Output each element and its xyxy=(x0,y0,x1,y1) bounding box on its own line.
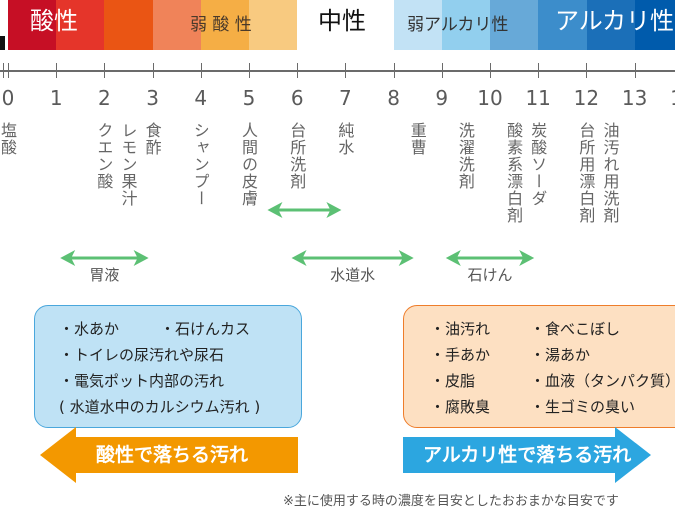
right-arrow-icon xyxy=(403,427,651,483)
axis-tick xyxy=(586,63,588,78)
alkali-cleaning-banner: アルカリ性で落ちる汚れ xyxy=(403,427,653,483)
alkali-stain-item: ・食べこぼし xyxy=(530,320,621,338)
axis-start-tick xyxy=(3,63,4,78)
range-arrow xyxy=(445,250,535,266)
ph-color-segment xyxy=(442,0,490,50)
substance-label: 人間の皮膚 xyxy=(239,122,258,207)
substance-label: 食酢 xyxy=(142,122,162,156)
substance-label: レモン果汁 xyxy=(118,122,138,207)
alkali-stain-item: ・腐敗臭 xyxy=(430,398,491,416)
ph-color-segment xyxy=(635,0,675,50)
substance-label: 塩酸 xyxy=(0,122,17,156)
substance-label: 炭酸ソーダ xyxy=(528,122,548,207)
ph-color-segment xyxy=(490,0,538,50)
axis-tick xyxy=(8,63,9,78)
axis-tick-label: 14 xyxy=(670,86,675,110)
alkali-stains-box: ・油汚れ ・食べこぼし ・手あか ・湯あか ・皮脂 ・血液（タンパク質） ・腐敗… xyxy=(403,305,675,428)
acid-stain-item: ・トイレの尿汚れや尿石 xyxy=(59,346,225,364)
range-label: 胃液 xyxy=(89,266,120,284)
ph-color-segment xyxy=(249,0,297,50)
neutral-label: 中性 xyxy=(318,7,366,35)
range-arrow xyxy=(267,202,342,218)
ph-color-segment xyxy=(104,0,153,50)
substance-label: 純水 xyxy=(335,122,355,156)
range-arrow xyxy=(60,250,149,266)
substance-label: 油汚れ用洗剤 xyxy=(600,122,620,224)
axis-tick-label: 9 xyxy=(435,86,449,110)
left-arrow-icon xyxy=(40,427,298,483)
axis-tick xyxy=(104,63,106,78)
ph-color-segment xyxy=(538,0,587,50)
substance-label: 重曹 xyxy=(407,122,427,156)
axis-tick xyxy=(634,63,636,78)
axis-tick xyxy=(441,63,443,78)
axis-tick-label: 0 xyxy=(1,86,15,110)
axis-tick-label: 2 xyxy=(98,86,111,110)
alkali-stain-item: ・湯あか xyxy=(530,346,591,364)
acid-stain-note: ( 水道水中のカルシウム汚れ ) xyxy=(59,398,261,416)
ph-color-segment xyxy=(56,0,104,50)
axis-tick-label: 12 xyxy=(573,86,600,110)
range-arrow xyxy=(291,250,414,266)
axis-tick xyxy=(297,63,299,78)
range-label: 石けん xyxy=(467,266,513,284)
alkali-stain-item: ・手あか xyxy=(430,346,491,364)
weak-alkali-label: 弱アルカリ性 xyxy=(407,15,509,35)
substance-label: クエン酸 xyxy=(94,122,114,190)
axis-tick xyxy=(393,63,395,78)
ph-color-segment xyxy=(8,0,56,50)
substance-label: 台所用漂白剤 xyxy=(576,122,596,224)
axis-tick-label: 11 xyxy=(525,86,551,110)
axis-tick-label: 5 xyxy=(242,86,256,110)
substance-label: 酸素系漂白剤 xyxy=(504,122,524,224)
axis-tick-label: 8 xyxy=(387,86,400,110)
axis-tick-label: 4 xyxy=(194,86,208,110)
ph-color-segment xyxy=(201,0,249,50)
axis-tick xyxy=(345,63,347,78)
alkali-banner-label: アルカリ性で落ちる汚れ xyxy=(423,444,632,466)
alkali-label: アルカリ性 xyxy=(555,7,675,35)
axis-tick xyxy=(249,63,250,78)
ph-color-segment xyxy=(153,0,201,50)
axis-tick xyxy=(152,63,154,78)
ph-color-segment xyxy=(587,0,635,50)
acid-stain-item: ・水あか xyxy=(59,320,120,338)
axis-line xyxy=(0,70,675,72)
axis-tick-label: 10 xyxy=(477,86,503,110)
alkali-stain-item: ・皮脂 xyxy=(430,372,476,390)
range-arrows xyxy=(60,202,535,266)
alkali-stain-item: ・生ゴミの臭い xyxy=(530,398,636,416)
alkali-stain-item: ・油汚れ xyxy=(430,320,491,338)
acid-banner-label: 酸性で落ちる汚れ xyxy=(96,444,249,466)
weak-acid-label: 弱 酸 性 xyxy=(190,15,252,35)
acid-label: 酸性 xyxy=(30,7,78,35)
acid-cleaning-banner: 酸性で落ちる汚れ xyxy=(40,427,298,483)
axis-tick xyxy=(538,63,540,78)
axis-tick-label: 1 xyxy=(49,86,63,110)
axis-tick xyxy=(56,63,58,78)
axis-tick xyxy=(200,63,202,78)
acid-stains-box: ・水あか ・石けんカス ・トイレの尿汚れや尿石 ・電気ポット内部の汚れ ( 水道… xyxy=(34,305,302,428)
axis-tick-label: 3 xyxy=(146,86,159,110)
substance-label: 台所洗剤 xyxy=(287,122,307,190)
alkali-stain-item: ・血液（タンパク質） xyxy=(530,372,675,390)
left-edge-mark xyxy=(0,36,5,50)
substance-label: シャンプー xyxy=(190,122,210,207)
axis-tick-label: 13 xyxy=(621,86,648,110)
range-label: 水道水 xyxy=(330,266,376,284)
ph-color-segment xyxy=(394,0,442,50)
acid-stain-item: ・石けんカス xyxy=(160,320,251,338)
axis-tick-label: 7 xyxy=(339,86,352,110)
footer-note: ※主に使用する時の濃度を目安としたおおまかな目安です xyxy=(283,494,619,509)
substance-label: 洗濯洗剤 xyxy=(455,122,475,190)
acid-stain-item: ・電気ポット内部の汚れ xyxy=(59,372,225,390)
axis-tick-label: 6 xyxy=(290,86,304,110)
axis-tick xyxy=(490,63,491,78)
